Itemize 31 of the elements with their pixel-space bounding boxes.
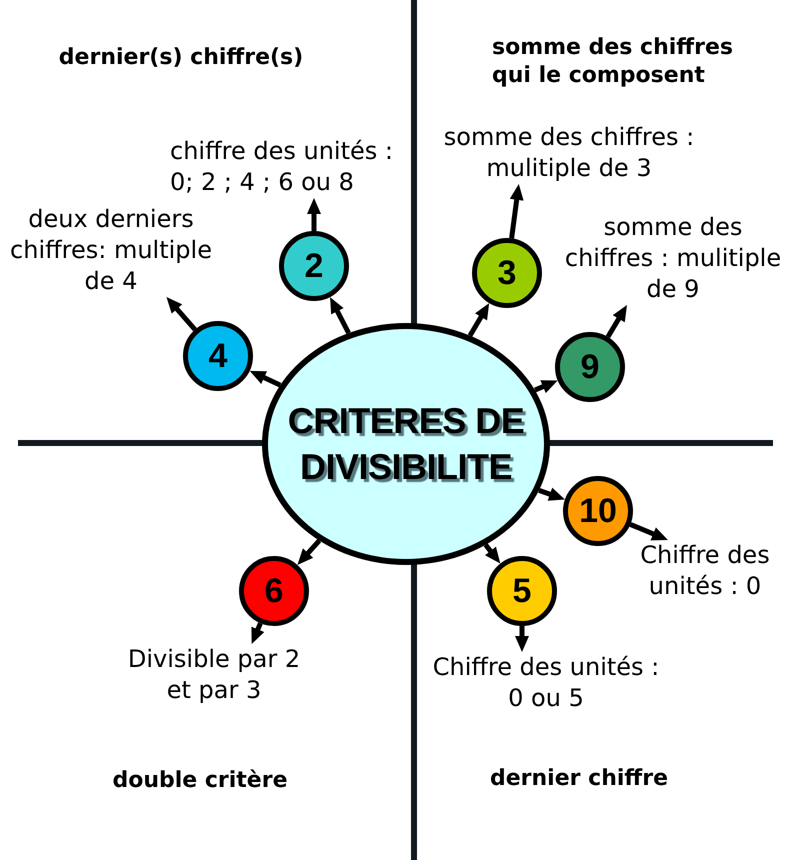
arrow <box>534 380 558 394</box>
arrow <box>606 305 627 338</box>
quadrant-heading: dernier(s) chiffre(s) <box>58 44 304 72</box>
criterion-text: Chiffre des unités : 0 ou 5 <box>427 652 665 714</box>
criterion-text: somme des chiffres : mulitiple de 9 <box>560 212 786 305</box>
divisor-number: 2 <box>304 249 324 283</box>
criterion-text: Chiffre des unités : 0 <box>630 540 780 602</box>
arrow <box>166 296 197 332</box>
arrow <box>250 370 282 388</box>
quadrant-heading: double critère <box>111 767 289 795</box>
divisor-number: 10 <box>579 494 617 528</box>
criterion-text: deux derniers chiffres: multiple de 4 <box>5 204 217 297</box>
arrow <box>307 198 321 231</box>
divisor-number: 5 <box>512 574 532 608</box>
criterion-text: somme des chiffres : mulitiple de 3 <box>438 122 700 184</box>
criterion-text: chiffre des unités : 0; 2 ; 4 ; 6 ou 8 <box>170 136 405 198</box>
divisor-number: 4 <box>208 339 228 373</box>
arrow <box>297 538 322 565</box>
quadrant-heading: dernier chiffre <box>489 765 669 793</box>
arrow <box>629 522 668 540</box>
arrow <box>251 622 264 644</box>
divisor-number: 3 <box>498 256 516 290</box>
divisor-number: 9 <box>580 350 600 384</box>
criterion-text: Divisible par 2 et par 3 <box>120 644 308 706</box>
divisor-number: 6 <box>264 574 284 608</box>
arrow <box>515 626 529 652</box>
central-title: CRITERES DE DIVISIBILITE <box>286 399 526 489</box>
quadrant-heading: somme des chiffres qui le composent <box>492 34 734 90</box>
arrow <box>509 184 524 239</box>
arrow <box>538 488 565 501</box>
arrow <box>484 543 500 564</box>
